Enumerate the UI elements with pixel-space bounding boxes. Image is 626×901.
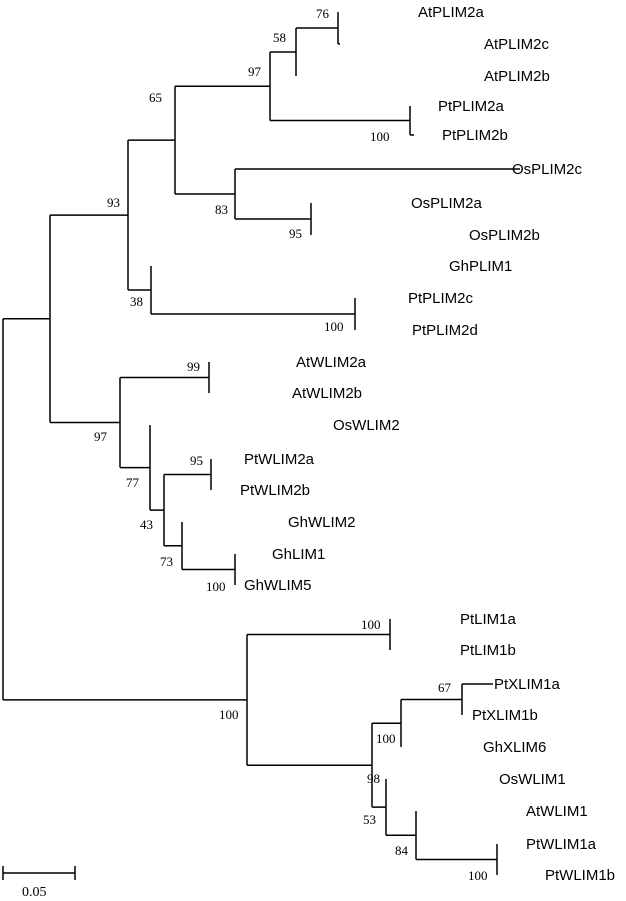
taxon-label: OsPLIM2a bbox=[411, 195, 483, 212]
bootstrap-value: 95 bbox=[190, 453, 203, 468]
scale-bar-label: 0.05 bbox=[22, 885, 47, 900]
taxon-label: PtWLIM1a bbox=[526, 836, 597, 853]
bootstrap-value: 76 bbox=[316, 6, 330, 21]
taxon-label: AtWLIM2b bbox=[292, 385, 362, 402]
taxon-label: PtPLIM2b bbox=[442, 127, 508, 144]
taxon-label: PtLIM1a bbox=[460, 611, 517, 628]
taxon-label: GhWLIM2 bbox=[288, 514, 356, 531]
taxon-label: PtPLIM2d bbox=[412, 322, 478, 339]
tree-branches bbox=[2, 12, 520, 875]
bootstrap-value: 100 bbox=[376, 731, 396, 746]
bootstrap-value: 53 bbox=[363, 812, 376, 827]
taxon-label: PtPLIM2c bbox=[408, 290, 474, 307]
taxon-label: PtWLIM2b bbox=[240, 482, 310, 499]
taxon-label: PtXLIM1b bbox=[472, 707, 538, 724]
bootstrap-value: 77 bbox=[126, 475, 140, 490]
scale-bar: 0.05 bbox=[2, 866, 76, 900]
taxon-label: GhLIM1 bbox=[272, 546, 325, 563]
bootstrap-value: 98 bbox=[367, 771, 380, 786]
bootstrap-value: 100 bbox=[219, 707, 239, 722]
bootstrap-value: 99 bbox=[187, 359, 200, 374]
taxon-label: GhWLIM5 bbox=[244, 577, 312, 594]
bootstrap-value: 43 bbox=[140, 517, 153, 532]
bootstrap-value: 73 bbox=[160, 554, 173, 569]
bootstrap-value: 58 bbox=[273, 30, 286, 45]
taxon-label: AtPLIM2c bbox=[484, 36, 550, 53]
bootstrap-value: 97 bbox=[248, 64, 262, 79]
bootstrap-value: 84 bbox=[395, 843, 409, 858]
bootstrap-value: 83 bbox=[215, 202, 228, 217]
taxon-label: PtXLIM1a bbox=[494, 676, 561, 693]
taxon-label: PtPLIM2a bbox=[438, 98, 505, 115]
bootstrap-value: 97 bbox=[94, 429, 108, 444]
bootstrap-value: 100 bbox=[361, 617, 381, 632]
taxon-label: PtWLIM2a bbox=[244, 451, 315, 468]
taxon-label: OsPLIM2c bbox=[512, 161, 583, 178]
taxon-label: OsPLIM2b bbox=[469, 227, 540, 244]
taxon-label: AtPLIM2a bbox=[418, 4, 485, 21]
taxon-label: OsWLIM1 bbox=[499, 771, 566, 788]
bootstrap-value: 65 bbox=[149, 90, 162, 105]
bootstrap-value: 100 bbox=[206, 579, 226, 594]
leaf-labels: AtPLIM2aAtPLIM2cAtPLIM2bPtPLIM2aPtPLIM2b… bbox=[240, 4, 615, 884]
bootstrap-value: 100 bbox=[468, 868, 488, 883]
bootstrap-value: 95 bbox=[289, 226, 302, 241]
bootstrap-value: 100 bbox=[324, 319, 344, 334]
bootstrap-value: 100 bbox=[370, 129, 390, 144]
taxon-label: GhPLIM1 bbox=[449, 258, 512, 275]
bootstrap-value: 67 bbox=[438, 680, 452, 695]
taxon-label: AtWLIM1 bbox=[526, 803, 588, 820]
bootstrap-labels: 76 58 97 100 65 83 95 93 38 100 99 97 95 77 43 73 100 100… bbox=[94, 6, 488, 883]
taxon-label: AtWLIM2a bbox=[296, 354, 367, 371]
bootstrap-value: 38 bbox=[130, 294, 143, 309]
bootstrap-value: 93 bbox=[107, 195, 120, 210]
taxon-label: PtWLIM1b bbox=[545, 867, 615, 884]
taxon-label: GhXLIM6 bbox=[483, 739, 546, 756]
taxon-label: OsWLIM2 bbox=[333, 417, 400, 434]
taxon-label: PtLIM1b bbox=[460, 642, 516, 659]
taxon-label: AtPLIM2b bbox=[484, 68, 550, 85]
